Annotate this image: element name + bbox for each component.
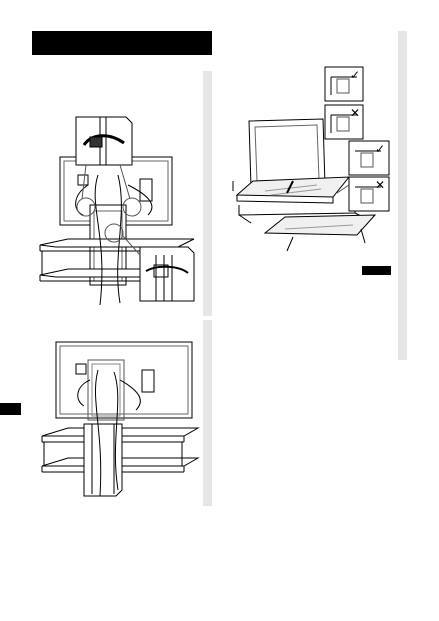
section-title-bar	[32, 31, 212, 55]
check-mark-2: ✓	[375, 142, 385, 156]
step-bar-3	[398, 31, 407, 360]
illustration-cable-routing	[28, 115, 203, 315]
step-bar-1	[203, 71, 212, 316]
illustration-cover-installed	[38, 340, 203, 500]
step-bar-2	[203, 320, 212, 506]
side-tab	[0, 403, 21, 415]
caption-label	[362, 266, 391, 275]
cross-mark-2: ✕	[375, 178, 385, 192]
cross-mark-1: ✕	[350, 106, 360, 120]
illustration-glass-shelf: ✓ ✕ ✓ ✕	[225, 65, 400, 255]
check-mark-1: ✓	[350, 68, 360, 82]
